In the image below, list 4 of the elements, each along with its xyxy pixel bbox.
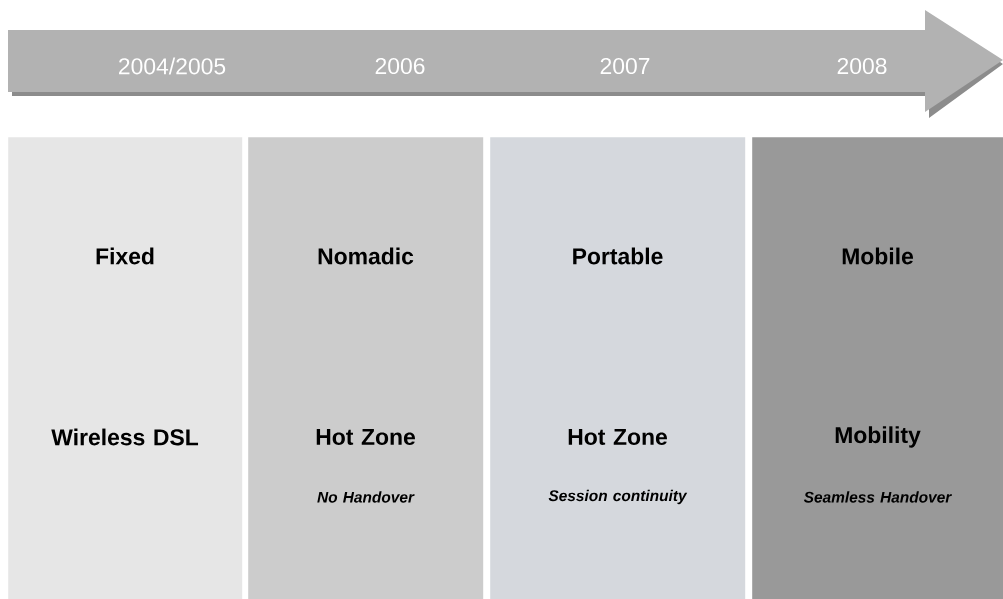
column-panel: Nomadic Hot Zone No Handover (248, 137, 484, 599)
column-panel: Fixed Wireless DSL (8, 137, 243, 599)
column-panel: Portable Hot Zone Session continuity (490, 137, 746, 599)
column-panel: Mobile Mobility Seamless Handover (752, 137, 1003, 599)
